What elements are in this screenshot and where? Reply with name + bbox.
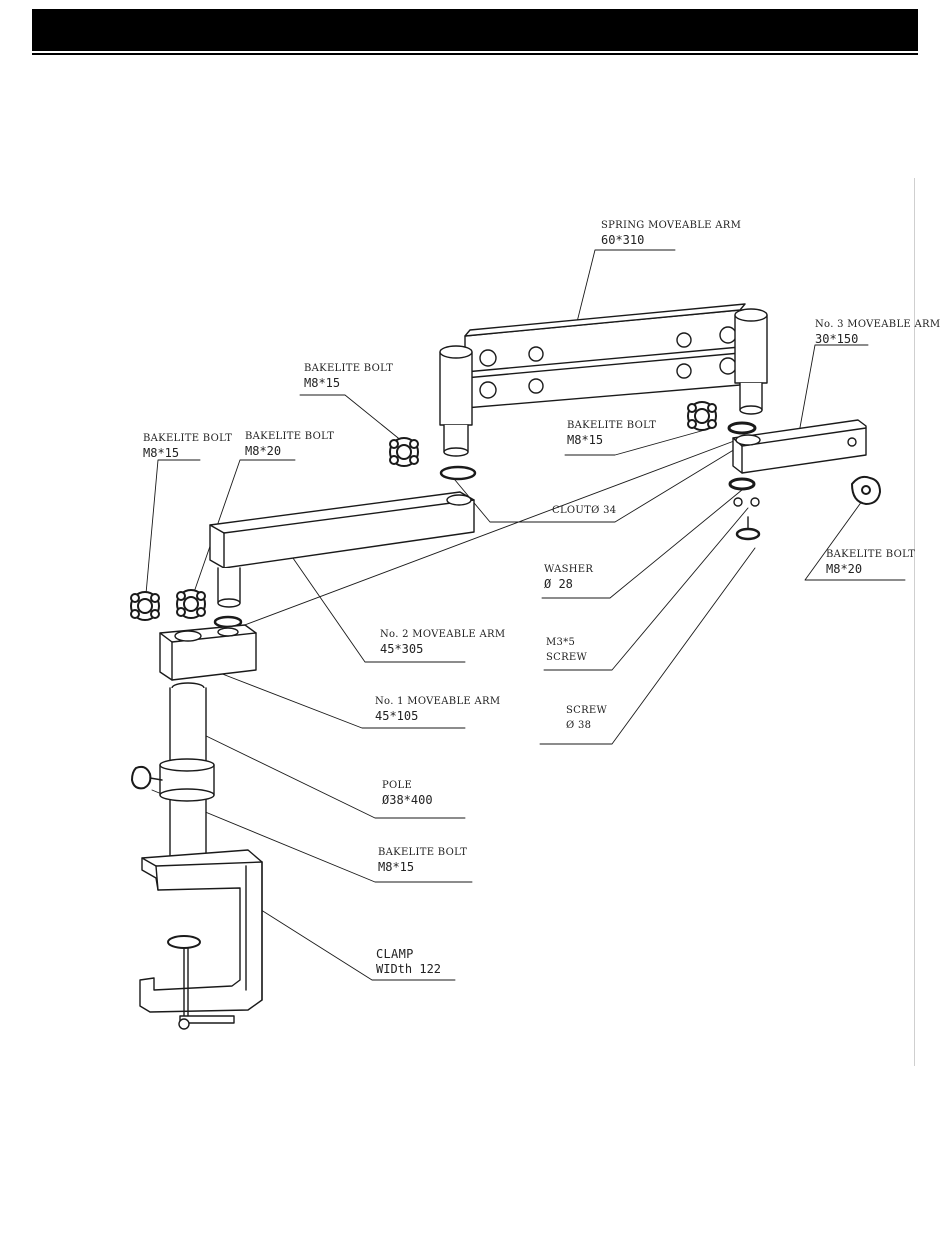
label-clout: CLOUTØ 34 [552, 506, 616, 516]
label-no1-moveable-arm: No. 1 MOVEABLE ARM 45*105 [375, 697, 500, 722]
label-name: BAKELITE BOLT [378, 848, 467, 858]
label-name: POLE [382, 781, 433, 791]
label-name: BAKELITE BOLT [245, 432, 334, 442]
label-dim: M8*15 [304, 377, 393, 389]
label-name: No. 3 MOVEABLE ARM [815, 320, 940, 330]
label-dim: 60*310 [601, 234, 741, 246]
label-name: BAKELITE BOLT [567, 421, 656, 431]
label-screw-38: SCREW Ø 38 [566, 706, 607, 731]
label-clamp: CLAMP WIDth 122 [376, 948, 441, 975]
label-name: CLOUTØ 34 [552, 506, 616, 516]
label-name: BAKELITE BOLT [304, 364, 393, 374]
label-dim: M8*20 [826, 563, 915, 575]
label-dim: 45*105 [375, 710, 500, 722]
label-name: CLAMP [376, 948, 441, 960]
no2-moveable-arm [210, 492, 474, 607]
label-name: BAKELITE BOLT [143, 434, 232, 444]
label-dim: 45*305 [380, 643, 505, 655]
label-dim: M8*15 [143, 447, 232, 459]
label-bakelite-bolt-left2: BAKELITE BOLT M8*20 [245, 432, 334, 457]
label-name: No. 1 MOVEABLE ARM [375, 697, 500, 707]
label-dim: Ø 38 [566, 721, 607, 731]
label-dim: M8*20 [245, 445, 334, 457]
no1-moveable-arm [160, 625, 256, 680]
label-name: SCREW [566, 706, 607, 716]
label-pole: POLE Ø38*400 [382, 781, 433, 806]
label-name: M3*5 [546, 638, 587, 648]
label-dim: WIDth 122 [376, 963, 441, 975]
label-no2-moveable-arm: No. 2 MOVEABLE ARM 45*305 [380, 630, 505, 655]
label-name: SPRING MOVEABLE ARM [601, 221, 741, 231]
label-dim: SCREW [546, 653, 587, 663]
label-name: WASHER [544, 565, 593, 575]
pole [132, 683, 214, 862]
clamp [140, 850, 262, 1029]
label-name: BAKELITE BOLT [826, 550, 915, 560]
label-no3-moveable-arm: No. 3 MOVEABLE ARM 30*150 [815, 320, 940, 345]
label-dim: Ø 28 [544, 578, 593, 590]
label-washer: WASHER Ø 28 [544, 565, 593, 590]
label-dim: 30*150 [815, 333, 940, 345]
label-name: No. 2 MOVEABLE ARM [380, 630, 505, 640]
label-m3-screw: M3*5 SCREW [546, 638, 587, 663]
label-bakelite-bolt-pole: BAKELITE BOLT M8*15 [378, 848, 467, 873]
label-bakelite-bolt-left1: BAKELITE BOLT M8*15 [143, 434, 232, 459]
label-bakelite-bolt-knob: BAKELITE BOLT M8*20 [826, 550, 915, 575]
label-bakelite-bolt-top: BAKELITE BOLT M8*15 [304, 364, 393, 389]
label-dim: Ø38*400 [382, 794, 433, 806]
label-dim: M8*15 [567, 434, 656, 446]
label-dim: M8*15 [378, 861, 467, 873]
label-spring-moveable-arm: SPRING MOVEABLE ARM 60*310 [601, 221, 741, 246]
label-bakelite-bolt-right: BAKELITE BOLT M8*15 [567, 421, 656, 446]
